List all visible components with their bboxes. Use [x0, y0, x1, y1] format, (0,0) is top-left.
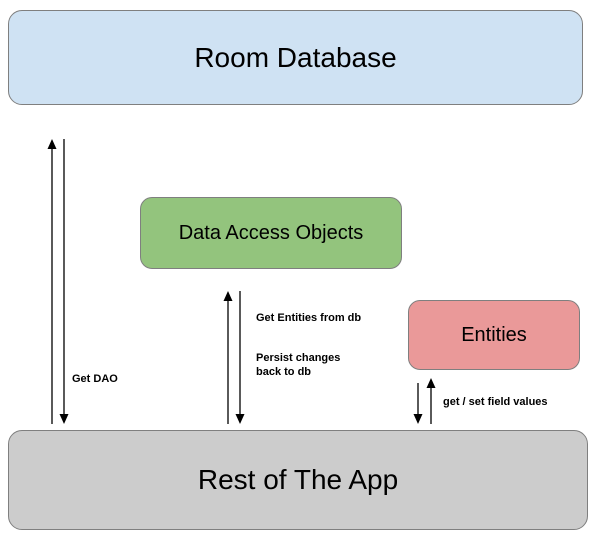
node-entities-label: Entities — [461, 323, 527, 346]
arrow-entities-rest — [413, 378, 436, 424]
arrow-get-dao — [47, 139, 69, 424]
edge-label-get-entities-from-db: Get Entities from db — [256, 312, 362, 324]
node-data-access-objects-label: Data Access Objects — [178, 221, 364, 244]
node-entities: Entities — [408, 300, 580, 370]
arrow-dao-rest — [223, 291, 245, 424]
edge-label-get-dao: Get DAO — [72, 373, 118, 385]
node-rest-of-the-app-label: Rest of The App — [197, 464, 399, 495]
node-data-access-objects: Data Access Objects — [140, 197, 402, 269]
edge-label-get-set-field-values: get / set field values — [443, 396, 548, 408]
node-room-database: Room Database — [8, 10, 583, 105]
edge-label-persist-changes-back-to-db: Persist changes back to db — [256, 352, 341, 378]
node-room-database-label: Room Database — [194, 41, 397, 73]
node-rest-of-the-app: Rest of The App — [8, 430, 588, 530]
